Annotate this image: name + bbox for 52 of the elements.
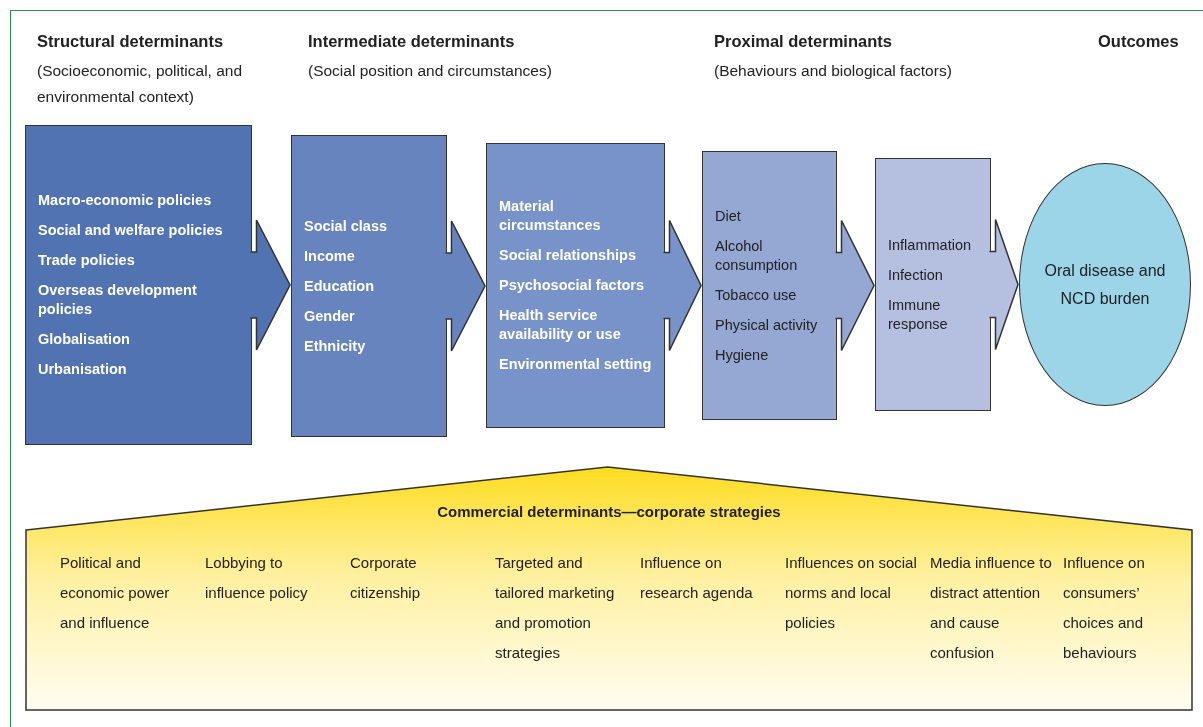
list-item: Globalisation xyxy=(38,330,131,349)
list-item: Education xyxy=(304,276,376,296)
determinant-box xyxy=(702,151,837,420)
list-item: Diet xyxy=(715,206,742,226)
list-item: Physical activity xyxy=(715,315,819,335)
block-arrow xyxy=(662,219,702,352)
column-subtitle: (Behaviours and biological factors) xyxy=(714,61,952,81)
column-heading: Structural determinants xyxy=(37,31,224,52)
strategy-item: Influences on social norms and local policies xyxy=(785,553,918,633)
list-item: Alcohol consumption xyxy=(715,236,799,275)
list-item: Income xyxy=(304,246,356,266)
column-heading: Outcomes xyxy=(1098,31,1179,52)
list-item: Inflammation xyxy=(888,235,972,255)
determinant-box xyxy=(486,143,665,428)
list-item: Social relationships xyxy=(499,246,637,265)
list-item: Hygiene xyxy=(715,345,770,365)
list-item: Macro-economic policies xyxy=(38,191,213,210)
strategy-item: Targeted and tailored marketing and promotion strategies xyxy=(495,553,616,663)
column-heading: Intermediate determinants xyxy=(308,31,515,52)
strategy-item: Lobbying to influence policy xyxy=(205,553,309,603)
column-subtitle: (Social position and circumstances) xyxy=(308,61,552,81)
determinant-box xyxy=(25,125,252,445)
list-item: Immune response xyxy=(888,295,949,334)
determinant-box xyxy=(291,135,447,437)
strategy-item: Influence on research agenda xyxy=(640,553,754,603)
strategy-item: Corporate citizenship xyxy=(350,553,422,603)
list-item: Infection xyxy=(888,265,944,285)
block-arrow xyxy=(988,218,1019,351)
list-item: Ethnicity xyxy=(304,336,367,356)
panel-heading: Commercial determinants—corporate strategies xyxy=(436,502,782,522)
strategy-item: Influence on consumers’ choices and behaviours xyxy=(1063,553,1146,663)
list-item: Overseas development policies xyxy=(38,281,198,319)
determinant-box xyxy=(875,158,991,411)
list-item: Health service availability or use xyxy=(499,306,622,344)
list-item: Environmental setting xyxy=(499,355,653,374)
list-item: Social class xyxy=(304,216,389,236)
strategy-item: Political and economic power and influence xyxy=(60,553,171,633)
block-arrow xyxy=(834,219,875,352)
strategies-panel xyxy=(25,466,1193,711)
list-item: Urbanisation xyxy=(38,360,128,379)
list-item: Psychosocial factors xyxy=(499,276,646,295)
list-item: Social and welfare policies xyxy=(38,221,224,240)
list-item: Gender xyxy=(304,306,356,326)
strategy-item: Media influence to distract attention and cause confusion xyxy=(930,553,1053,663)
block-arrow xyxy=(444,220,486,352)
column-subtitle: (Socioeconomic, political, and environmental context) xyxy=(37,61,244,107)
outcome-text: Oral disease and NCD burden xyxy=(1043,260,1167,309)
list-item: Tobacco use xyxy=(715,285,798,305)
block-arrow xyxy=(249,219,291,351)
list-item: Material circumstances xyxy=(499,197,602,235)
column-heading: Proximal determinants xyxy=(714,31,892,52)
list-item: Trade policies xyxy=(38,251,136,270)
